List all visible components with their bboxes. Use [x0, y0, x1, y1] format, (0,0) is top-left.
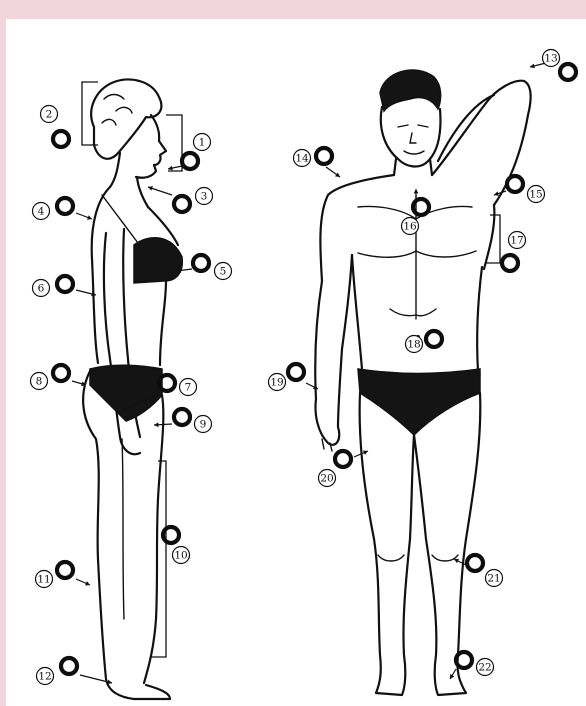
- arrowhead: [168, 166, 173, 171]
- point-number: 9: [200, 419, 207, 431]
- arrowhead: [414, 189, 419, 193]
- measurement-point-19: 19: [269, 364, 319, 391]
- measurement-point-12: 12: [37, 658, 113, 685]
- point-number: 4: [38, 206, 45, 218]
- point-number: 11: [37, 574, 50, 586]
- measurement-point-6: 6: [33, 276, 97, 297]
- marker-ring: [182, 153, 198, 169]
- measurement-point-4: 4: [33, 198, 93, 220]
- point-number: 2: [46, 109, 53, 121]
- marker-ring: [174, 196, 190, 212]
- point-number: 21: [487, 573, 500, 585]
- measurement-point-20: 20: [319, 451, 369, 487]
- marker-ring: [426, 331, 442, 347]
- measurement-point-1: 1: [168, 134, 211, 171]
- point-number: 10: [174, 550, 187, 562]
- measurement-point-18: 18: [406, 331, 443, 353]
- measurement-point-11: 11: [36, 562, 91, 588]
- measurement-point-17: 17: [502, 232, 526, 272]
- marker-ring: [560, 64, 576, 80]
- marker-ring: [335, 451, 351, 467]
- arrowhead: [154, 422, 159, 427]
- marker-ring: [53, 365, 69, 381]
- measurement-point-14: 14: [294, 148, 341, 177]
- marker-ring: [174, 409, 190, 425]
- marker-ring: [507, 176, 523, 192]
- point-number: 18: [407, 339, 420, 351]
- arrowhead: [335, 172, 340, 177]
- point-number: 6: [38, 283, 45, 295]
- marker-ring: [288, 364, 304, 380]
- point-number: 16: [403, 221, 417, 233]
- measurement-point-10: 10: [163, 527, 190, 564]
- arrowhead: [530, 64, 535, 69]
- bracket-1: [166, 115, 182, 171]
- marker-ring: [316, 148, 332, 164]
- measurement-point-13: 13: [530, 50, 576, 81]
- measurement-point-22: 22: [450, 652, 494, 679]
- bracket-2: [82, 82, 98, 145]
- arrowhead: [107, 680, 112, 685]
- point-number: 3: [201, 191, 208, 203]
- marker-ring: [193, 255, 209, 271]
- measurement-point-16: 16: [402, 189, 430, 235]
- point-number: 13: [544, 53, 557, 65]
- point-number: 7: [185, 382, 192, 394]
- point-number: 20: [320, 473, 333, 485]
- marker-ring: [467, 555, 483, 571]
- point-number: 17: [510, 235, 523, 247]
- point-number: 22: [478, 662, 491, 674]
- point-number: 14: [295, 153, 309, 165]
- marker-ring: [57, 276, 73, 292]
- marker-ring: [53, 131, 69, 147]
- point-number: 15: [529, 189, 542, 201]
- point-number: 12: [38, 671, 51, 683]
- man-figure: [315, 70, 530, 695]
- point-number: 5: [220, 266, 227, 278]
- measurement-point-15: 15: [494, 176, 545, 203]
- point-number: 19: [270, 377, 283, 389]
- pointer-arrow: [80, 675, 112, 683]
- point-number: 1: [199, 137, 206, 149]
- measurement-point-2: 2: [41, 106, 70, 148]
- marker-ring: [61, 658, 77, 674]
- measurement-point-8: 8: [31, 365, 87, 390]
- marker-ring: [502, 255, 518, 271]
- marker-ring: [57, 562, 73, 578]
- marker-ring: [57, 198, 73, 214]
- measurement-point-5: 5: [176, 255, 232, 280]
- point-number: 8: [36, 376, 43, 388]
- measurement-point-3: 3: [148, 186, 213, 212]
